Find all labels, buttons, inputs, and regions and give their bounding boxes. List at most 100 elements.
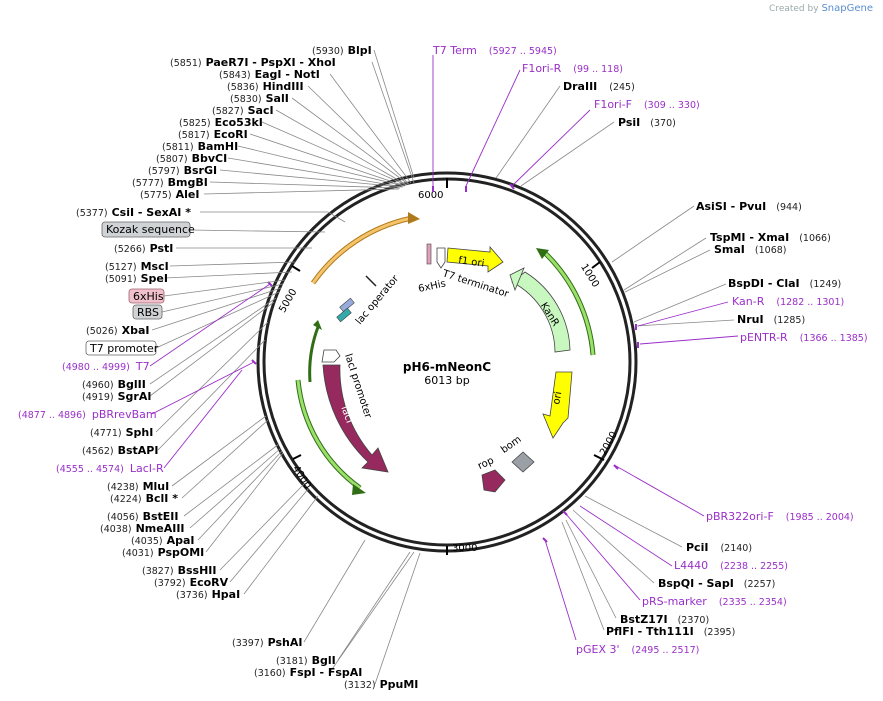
- lead-alei: [203, 188, 400, 195]
- label-rbs: RBS: [137, 306, 159, 319]
- small-marker: [365, 275, 377, 287]
- label-bcli: (4224)BclI *: [110, 492, 178, 505]
- label-pshai: (3397)PshAI: [232, 636, 302, 649]
- rop-label: rop: [476, 455, 495, 472]
- plasmid-size: 6013 bp: [424, 374, 469, 387]
- lead-bstapi: [157, 339, 266, 451]
- label-f1ori-r: F1ori-R(99 .. 118): [522, 62, 623, 75]
- lead-pflfi: [561, 521, 605, 631]
- label-tspmi: TspMI - XmaI(1066): [710, 231, 831, 244]
- label-hpai: (3736)HpaI: [176, 588, 240, 601]
- green-arc-right-head: [536, 248, 549, 259]
- t7-terminator-feature: [436, 247, 446, 269]
- tick-label-3000: 3000: [452, 543, 477, 554]
- label-saci: (5827)SacI: [212, 104, 274, 117]
- laci-feature: [322, 364, 389, 473]
- lead-f1oriR: [465, 69, 521, 187]
- label-sali: (5830)SalI: [230, 92, 289, 105]
- bom-feature: [511, 451, 535, 473]
- lead-msci: [169, 261, 297, 267]
- orange-arc-outline: [310, 215, 413, 285]
- lead-saci: [275, 109, 408, 186]
- lead-bsteii: [183, 443, 280, 517]
- label-spei: (5091)SpeI: [105, 272, 168, 285]
- lead-nrui: [635, 319, 735, 327]
- lead-pcii: [584, 495, 683, 548]
- lac-operator-feature-2: [336, 307, 352, 323]
- lead-pbrrev: [151, 361, 255, 415]
- lead-f1oriF: [511, 109, 591, 187]
- label-ppumi: (3132)PpuMI: [344, 678, 418, 691]
- lead-kanR: [637, 301, 729, 327]
- plasmid-name: pH6-mNeonC: [403, 360, 491, 374]
- label-pentr-r: pENTR-R(1366 .. 1385): [740, 331, 868, 344]
- label-nrui: NruI(1285): [737, 313, 805, 326]
- his6-label: 6xHis: [417, 278, 446, 295]
- lead-sgrai: [149, 301, 275, 397]
- lead-kozak: [189, 229, 326, 233]
- rop-feature: [481, 469, 506, 493]
- label-hindiii: (5836)HindIII: [227, 80, 304, 93]
- lead-nmeaiii: [189, 447, 282, 529]
- label-paer7i: (5851)PaeR7I - PspXI - XhoI: [170, 56, 336, 69]
- lead-hpai: [243, 495, 319, 595]
- lead-hindiii: [307, 85, 410, 185]
- his6-feature: [426, 243, 432, 265]
- tick-2000: [593, 454, 605, 461]
- label-psii: PsiI(370): [618, 116, 676, 129]
- label-t7-promoter: T7 promoter: [89, 342, 159, 355]
- lead-pgex3: [544, 539, 577, 641]
- his6-box: [128, 288, 165, 304]
- primer-mark-pbr322: [613, 464, 619, 470]
- tick-label-1000: 1000: [578, 262, 601, 289]
- lead-xbai: [151, 287, 282, 331]
- lead-pshai: [303, 539, 366, 643]
- lead-tspmi: [623, 237, 707, 291]
- lead-csii: [200, 211, 346, 223]
- lead-sphi: [155, 321, 269, 433]
- label-f1ori-f: F1ori-F(309 .. 330): [594, 98, 700, 111]
- lead-bgli: [337, 551, 411, 661]
- lead-ppumi: [374, 552, 421, 685]
- lead-l4440: [579, 505, 673, 567]
- orange-arc-head: [408, 212, 420, 224]
- label-bsshii: (3827)BssHII: [142, 564, 216, 577]
- lead-bcli: [181, 419, 269, 499]
- lead-ecorv: [229, 487, 310, 583]
- label-t7-term: T7 Term(5927 .. 5945): [432, 44, 557, 57]
- label-alei: (5775)AleI: [140, 188, 199, 201]
- kanr-head: [509, 267, 525, 292]
- label-ecori: (5817)EcoRI: [178, 128, 248, 141]
- rbs-box: [132, 304, 163, 320]
- label-eagi: (5843)EagI - NotI: [219, 68, 320, 81]
- ori-feature: [542, 371, 573, 439]
- label-pcii: PciI(2140): [686, 541, 752, 554]
- label-psti: (5266)PstI: [114, 242, 173, 255]
- lead-bglii: [149, 297, 277, 385]
- lead-mlui: [171, 415, 267, 487]
- label-bbvci: (5807)BbvCI: [156, 152, 227, 165]
- lead-his6: [163, 279, 286, 297]
- tick-5000: [291, 265, 301, 272]
- lac-operator-feature: [339, 297, 355, 313]
- label-fspi: (3160)FspI - FspAI: [254, 666, 362, 679]
- label-bspqi: BspQI - SapI(2257): [658, 577, 775, 590]
- lead-bbvci: [227, 157, 404, 188]
- lead-ecori: [249, 133, 406, 187]
- primer-mark-f1oriF: [509, 183, 515, 190]
- lac-operator-label: lac operator: [354, 273, 402, 327]
- label-sgrai: (4919)SgrAI: [82, 390, 151, 403]
- tick-1000: [591, 261, 601, 269]
- label-l4440: L4440(2238 .. 2255): [674, 559, 788, 572]
- kanr-feature: [511, 271, 571, 353]
- green-arc-left: [296, 379, 361, 490]
- lead-bsshii: [219, 482, 306, 571]
- label-prs-marker: pRS-marker(2335 .. 2354): [642, 595, 787, 608]
- lead-eagi: [329, 73, 412, 184]
- label-bamhi: (5811)BamHI: [162, 140, 238, 153]
- label-sphi: (4771)SphI: [90, 426, 153, 439]
- lead-bmgbi: [209, 181, 401, 189]
- lead-bsrgi: [219, 169, 403, 188]
- label-t7: (4980 .. 4999)T7: [62, 360, 150, 373]
- lead-laciR: [163, 369, 243, 469]
